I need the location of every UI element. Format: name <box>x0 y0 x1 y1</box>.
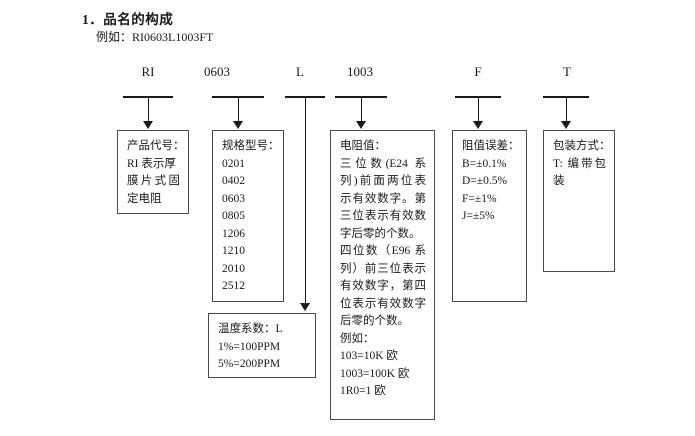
connector-arrow-resistance-value-code <box>356 121 366 129</box>
connector-line-tolerance-code <box>478 96 479 122</box>
box-resistance-value-line: 列)前面两位表 <box>340 175 426 187</box>
connector-arrow-tolerance-code <box>473 121 483 129</box>
box-tolerance-title: 阻值误差： <box>462 140 520 152</box>
box-packaging-line: 装 <box>553 175 565 187</box>
box-resistance-value-line: 1R0=1 欧 <box>340 385 386 397</box>
box-size-type-line: 0805 <box>222 210 245 222</box>
segment-label-tolerance-code: F <box>474 64 482 79</box>
box-size-type-line: 0201 <box>222 157 245 170</box>
box-resistance-value-line: 三位数(E24 系 <box>340 157 426 170</box>
box-product-code: 产品代号： RI 表示厚 膜片式固 定电阻 <box>117 130 189 214</box>
box-resistance-value-line: 三位表示有效数 <box>340 210 426 222</box>
box-resistance-value-line: 列）前三位表示 <box>340 262 426 275</box>
box-packaging: 包装方式： T: 编带包 装 <box>543 130 615 272</box>
box-resistance-value-line: 103=10K 欧 <box>340 350 398 362</box>
page-title: 1．品名的构成 <box>82 12 174 27</box>
box-tolerance-line: J=±5% <box>462 210 495 222</box>
box-resistance-value-line: 字后零的个数。 <box>340 227 421 240</box>
box-resistance-value-line: 有效数字，第四 <box>340 280 426 292</box>
connector-line-temperature-coefficient-code <box>305 96 306 304</box>
box-size-type-line: 0402 <box>222 175 245 187</box>
segment-label-product-code: RI <box>141 64 155 79</box>
segment-label-packaging-code: T <box>563 64 571 79</box>
box-size-type-title: 规格型号： <box>222 140 280 152</box>
box-packaging-title: 包装方式： <box>553 140 611 152</box>
box-size-type-line: 0603 <box>222 192 245 205</box>
box-size-type-line: 2512 <box>222 280 245 292</box>
box-size-type-line: 1210 <box>222 245 245 257</box>
box-tolerance: 阻值误差： B=±0.1% D=±0.5% F=±1% J=±5% <box>452 130 527 302</box>
connector-arrow-temperature-coefficient-code <box>300 303 310 311</box>
box-resistance-value-line: 位表示有效数字 <box>340 297 426 310</box>
box-tolerance-line: B=±0.1% <box>462 157 507 170</box>
connector-line-size-code <box>238 96 239 122</box>
segment-label-size-code: 0603 <box>204 64 230 79</box>
box-resistance-value-line: 示有效数字。第 <box>340 192 426 205</box>
example-part-number: 例如：RI0603L1003FT <box>96 30 214 44</box>
box-temperature-coefficient-line: 5%=200PPM <box>218 358 281 370</box>
box-size-type-line: 2010 <box>222 262 245 275</box>
box-resistance-value: 电阻值： 三位数(E24 系 列)前面两位表 示有效数字。第 三位表示有效数 字… <box>330 130 435 420</box>
box-resistance-value-line: 四位数（E96 系 <box>340 245 426 257</box>
connector-line-packaging-code <box>566 96 567 122</box>
box-temperature-coefficient-line: 1%=100PPM <box>218 340 281 353</box>
box-size-type-line: 1206 <box>222 227 245 240</box>
connector-arrow-size-code <box>233 121 243 129</box>
box-product-code-line: RI 表示厚 <box>127 157 176 170</box>
segment-label-temperature-coefficient-code: L <box>296 64 304 79</box>
box-product-code-title: 产品代号： <box>127 140 185 152</box>
connector-line-resistance-value-code <box>361 96 362 122</box>
box-temperature-coefficient: 温度系数：L 1%=100PPM 5%=200PPM <box>208 313 316 378</box>
box-resistance-value-line: 1003=100K 欧 <box>340 367 410 380</box>
box-tolerance-line: F=±1% <box>462 192 497 205</box>
box-resistance-value-line: 例如： <box>340 332 375 345</box>
box-size-type: 规格型号： 0201 0402 0603 0805 1206 1210 2010… <box>212 130 284 302</box>
box-tolerance-line: D=±0.5% <box>462 175 508 187</box>
box-temperature-coefficient-title: 温度系数：L <box>218 323 283 335</box>
box-packaging-line: T: 编带包 <box>553 157 606 170</box>
box-resistance-value-title: 电阻值： <box>340 140 386 152</box>
connector-line-product-code <box>148 96 149 122</box>
box-product-code-line: 膜片式固 <box>127 175 180 187</box>
segment-label-resistance-value-code: 1003 <box>347 64 373 79</box>
connector-arrow-packaging-code <box>561 121 571 129</box>
box-resistance-value-line: 后零的个数。 <box>340 315 409 327</box>
connector-arrow-product-code <box>143 121 153 129</box>
box-product-code-line: 定电阻 <box>127 192 162 205</box>
